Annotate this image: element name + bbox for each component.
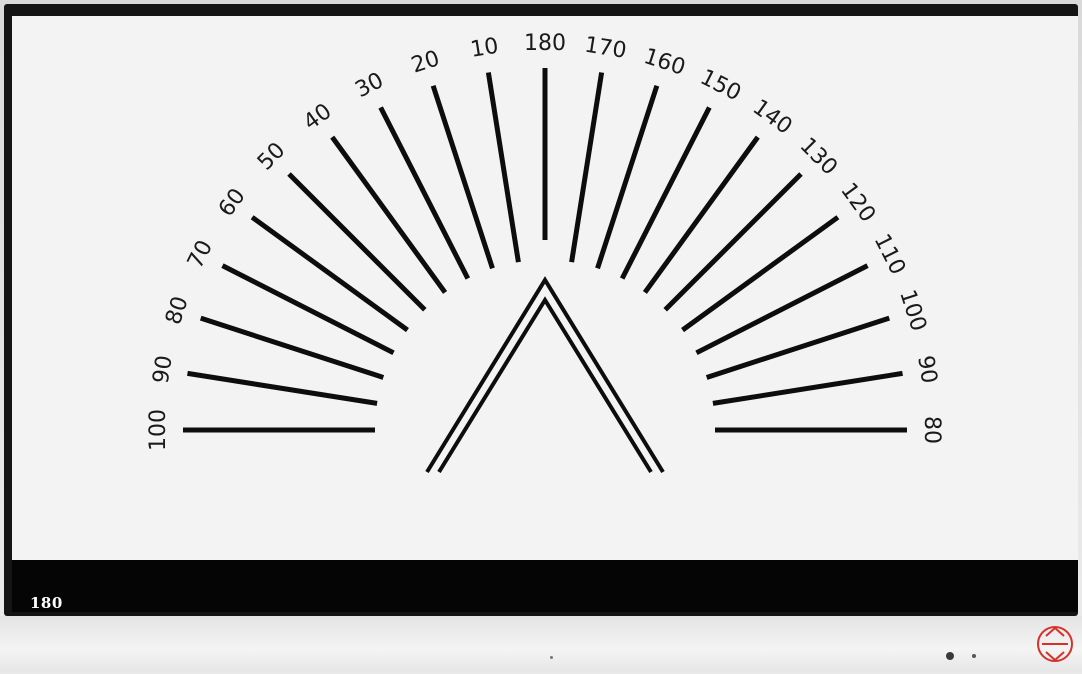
fan-label-left-10: 10	[469, 34, 501, 63]
fan-label-left-30: 30	[351, 68, 387, 103]
fan-line-left-70	[222, 266, 393, 353]
fan-label-left-70: 70	[183, 236, 218, 272]
fan-label-right-130: 130	[795, 133, 842, 180]
status-bar: 180	[12, 560, 1078, 612]
fan-label-right-150: 150	[696, 65, 745, 106]
fan-label-right-100: 100	[894, 287, 931, 335]
fan-label-left-20: 20	[408, 46, 442, 78]
fan-line-right-100	[707, 318, 890, 377]
device-chin	[0, 616, 1082, 672]
fan-label-left-40: 40	[299, 99, 336, 136]
status-value: 180	[30, 594, 63, 612]
fan-label-right-90: 90	[912, 354, 941, 386]
sensor-dot	[972, 654, 976, 658]
fan-label-left-50: 50	[253, 138, 290, 175]
camera-dot	[946, 652, 954, 660]
fan-label-right-170: 170	[583, 33, 628, 64]
fan-label-right-140: 140	[748, 95, 797, 140]
fan-label-left-90: 90	[149, 354, 178, 386]
chevron-outer-line	[427, 280, 663, 472]
fan-label-left-100: 100	[146, 409, 171, 451]
fan-label-right-110: 110	[869, 230, 910, 279]
fan-line-left-30	[381, 107, 468, 278]
sensor-dot-small	[550, 656, 553, 659]
red-logo-icon	[1032, 614, 1078, 674]
fan-line-left-50	[289, 174, 425, 310]
fan-line-left-20	[433, 86, 492, 269]
fan-line-left-80	[201, 318, 384, 377]
fan-label-right-80: 80	[919, 416, 944, 444]
fan-label-left-80: 80	[161, 293, 193, 327]
fan-line-right-170	[572, 72, 602, 262]
fan-label-right-160: 160	[641, 44, 689, 81]
fan-line-left-60	[252, 217, 407, 330]
fan-line-left-90	[187, 373, 377, 403]
fan-line-right-150	[622, 107, 709, 278]
fan-line-left-40	[332, 137, 445, 292]
fan-label-top-180: 180	[524, 31, 566, 56]
fan-line-right-130	[665, 174, 801, 310]
fan-line-right-90	[713, 373, 903, 403]
fan-line-right-160	[598, 86, 657, 269]
fan-line-right-120	[683, 217, 838, 330]
fan-line-right-110	[696, 266, 867, 353]
fan-line-right-140	[645, 137, 758, 292]
fan-line-left-10	[488, 72, 518, 262]
chevron-inner-line	[439, 300, 651, 472]
fan-label-left-60: 60	[214, 184, 251, 221]
fan-label-right-120: 120	[835, 178, 880, 227]
